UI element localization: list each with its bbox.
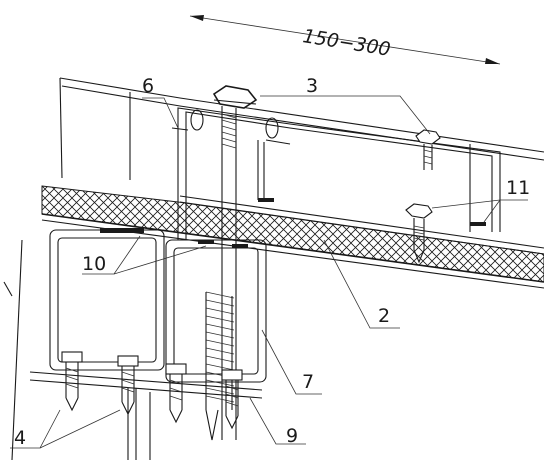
dimension-text: 150−300: [301, 25, 392, 61]
bottom-screw-4: [221, 369, 243, 430]
label-2: 2: [378, 305, 390, 327]
c-channel-left: [49, 229, 165, 371]
label-11: 11: [506, 177, 530, 199]
callout-labels: 6 3 11 10 2 7 4 9: [14, 75, 530, 449]
base-purlin: [3, 239, 263, 461]
leader-lines: [10, 95, 528, 449]
bottom-screw-3: [165, 363, 187, 424]
c-channel-right: [165, 239, 267, 383]
label-3: 3: [306, 75, 318, 97]
label-4: 4: [14, 427, 26, 449]
top-sheet-screw: [415, 129, 441, 170]
dimension-150-300: 150−300: [189, 15, 501, 65]
label-6: 6: [142, 75, 154, 97]
screw-thread-lower: [205, 291, 235, 403]
bottom-screw-2: [117, 355, 139, 416]
spacer-pads: [100, 198, 486, 248]
inner-liner-sheet: [179, 195, 544, 255]
label-10: 10: [82, 253, 106, 275]
label-7: 7: [302, 371, 314, 393]
screw-thread-upper: [221, 113, 237, 149]
long-screw: [205, 85, 258, 441]
label-9: 9: [286, 425, 298, 447]
bottom-screws: [61, 351, 243, 430]
insulation-screw: [405, 203, 433, 264]
bottom-screw-1: [61, 351, 83, 412]
